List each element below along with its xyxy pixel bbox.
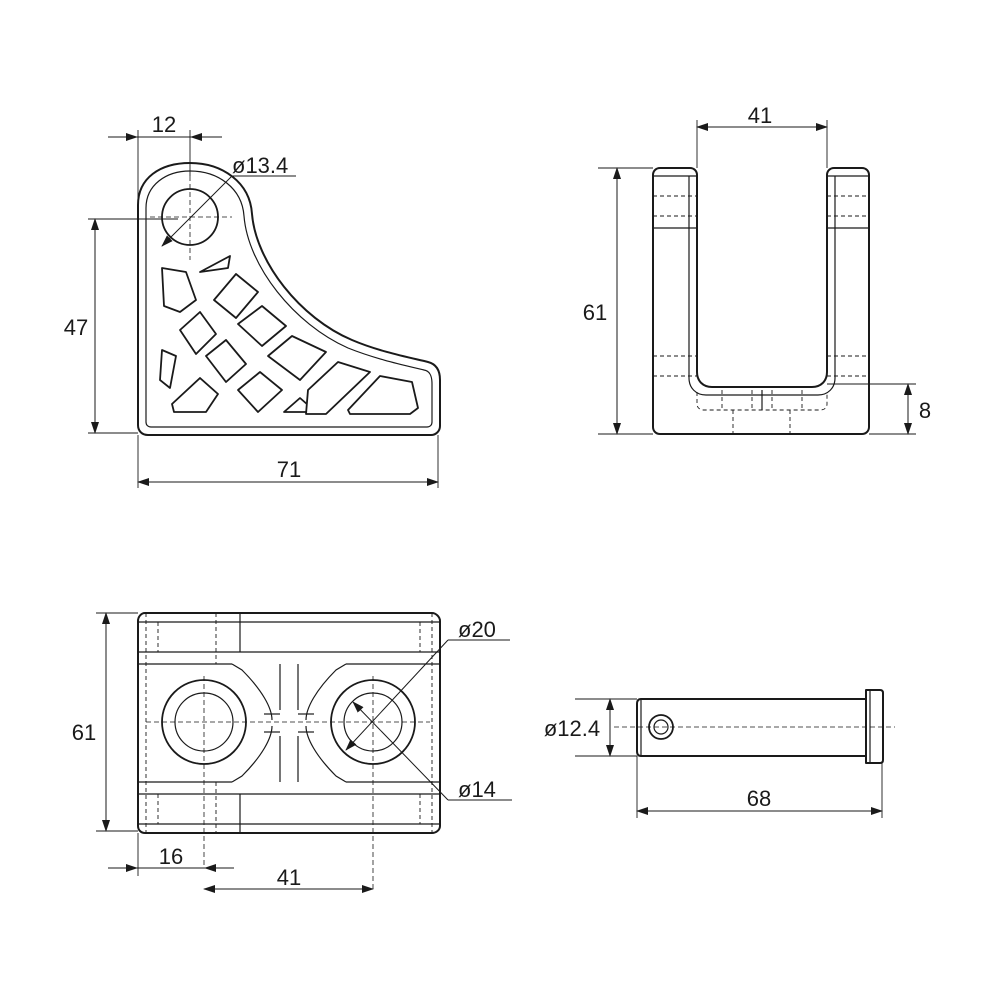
- top-dim-14-label: ø14: [458, 777, 496, 802]
- side-dim-71-label: 71: [277, 457, 301, 482]
- side-view-ribs: [159, 255, 419, 415]
- front-view-outline: [652, 167, 870, 435]
- front-view-inner-outline: [688, 176, 836, 396]
- top-dim-16-label: 16: [159, 844, 183, 869]
- front-dim-8-label: 8: [919, 398, 931, 423]
- top-view: ø20 ø14 61 16 41: [72, 612, 512, 893]
- side-view-inner-outline: [145, 170, 433, 428]
- top-dim-41-label: 41: [277, 865, 301, 890]
- top-dim-14-leader: [352, 701, 449, 801]
- pin-dim-dia-label: ø12.4: [544, 716, 600, 741]
- side-dim-47-label: 47: [64, 315, 88, 340]
- pin-view: ø12.4 68: [544, 689, 895, 818]
- side-dim-hole-leader: [161, 175, 233, 247]
- side-dim-12-label: 12: [152, 112, 176, 137]
- front-view: 41 61 8: [583, 103, 931, 435]
- side-view: 12 ø13.4 47 71: [64, 112, 441, 488]
- side-dim-hole-label: ø13.4: [232, 153, 288, 178]
- top-dim-20-label: ø20: [458, 617, 496, 642]
- front-dim-61-label: 61: [583, 300, 607, 325]
- pin-dim-68-label: 68: [747, 786, 771, 811]
- top-dim-20-leader: [345, 639, 449, 751]
- pin-head: [865, 689, 884, 764]
- top-dim-61-label: 61: [72, 720, 96, 745]
- front-dim-41-label: 41: [748, 103, 772, 128]
- pin-cotter-hole: [648, 714, 674, 740]
- side-view-outline: [137, 162, 441, 436]
